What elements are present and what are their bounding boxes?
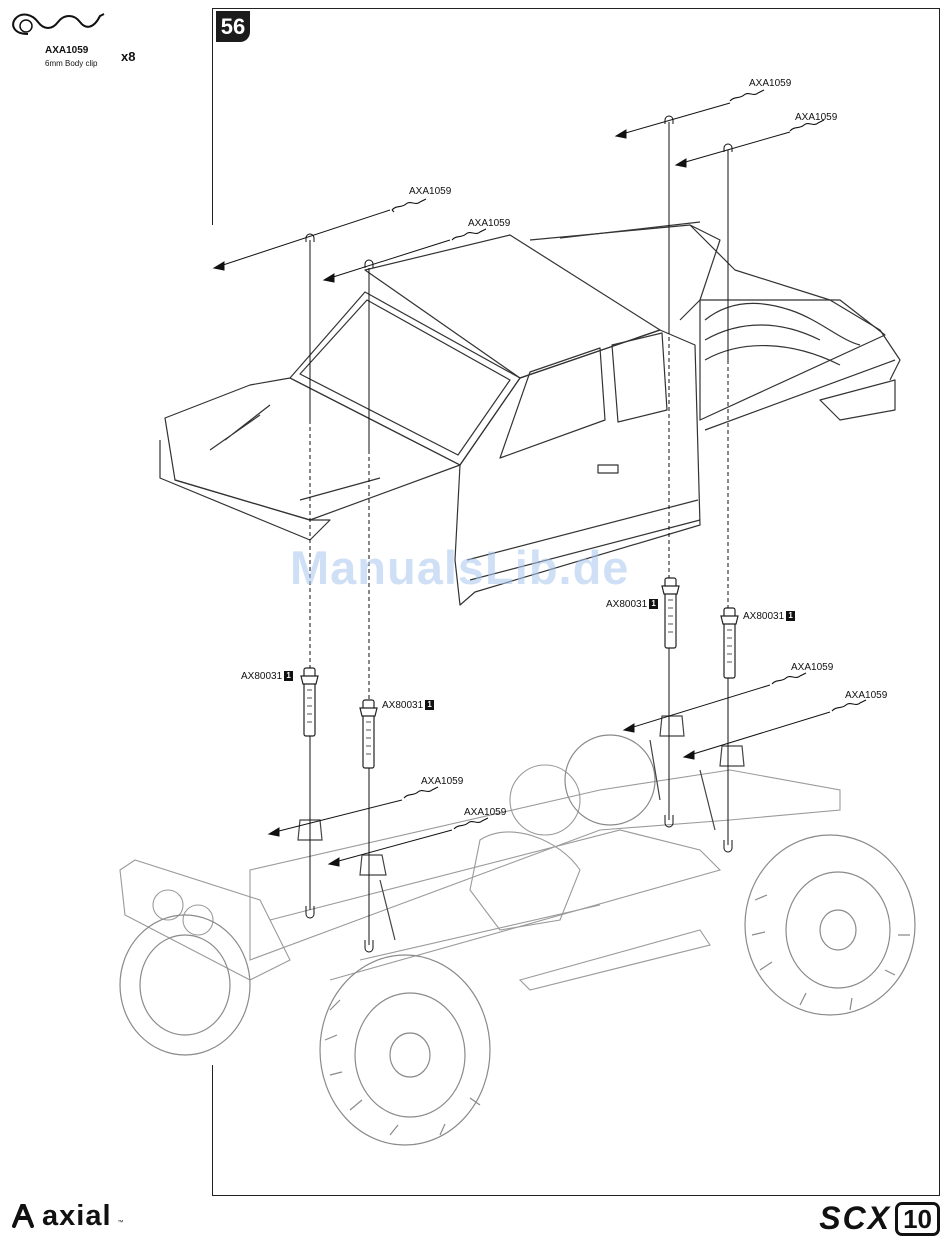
trademark-symbol: ™	[118, 1220, 124, 1226]
post-callout-number: AX80031	[606, 599, 647, 610]
model-name: SCX	[819, 1200, 891, 1237]
clip-callout: AXA1059	[845, 690, 887, 701]
model-number: 10	[895, 1202, 940, 1236]
clip-callout: AXA1059	[795, 112, 837, 123]
axial-logo: axial ™	[10, 1200, 124, 1232]
clip-callout: AXA1059	[791, 662, 833, 673]
post-callout-number: AX80031	[743, 611, 784, 622]
post-quantity-badge: 1	[425, 700, 434, 710]
post-quantity-badge: 1	[786, 611, 795, 621]
clip-callout: AXA1059	[409, 186, 451, 197]
clip-direction-arrows	[214, 103, 830, 866]
clip-callout: AXA1059	[421, 776, 463, 787]
post-callout-number: AX80031	[382, 700, 423, 711]
brand-name: axial	[42, 1200, 112, 1233]
clip-callout: AXA1059	[749, 78, 791, 89]
clip-callout: AXA1059	[468, 218, 510, 229]
post-quantity-badge: 1	[649, 599, 658, 609]
chassis	[120, 765, 840, 990]
post-callout-number: AX80031	[241, 671, 282, 682]
scx10-logo: SCX 10	[819, 1200, 940, 1237]
post-quantity-badge: 1	[284, 671, 293, 681]
body-posts	[301, 578, 738, 768]
axial-emblem-icon	[10, 1202, 36, 1230]
clip-callout: AXA1059	[464, 807, 506, 818]
wheels	[120, 735, 915, 1145]
watermark: ManualsLib.de	[290, 540, 629, 595]
